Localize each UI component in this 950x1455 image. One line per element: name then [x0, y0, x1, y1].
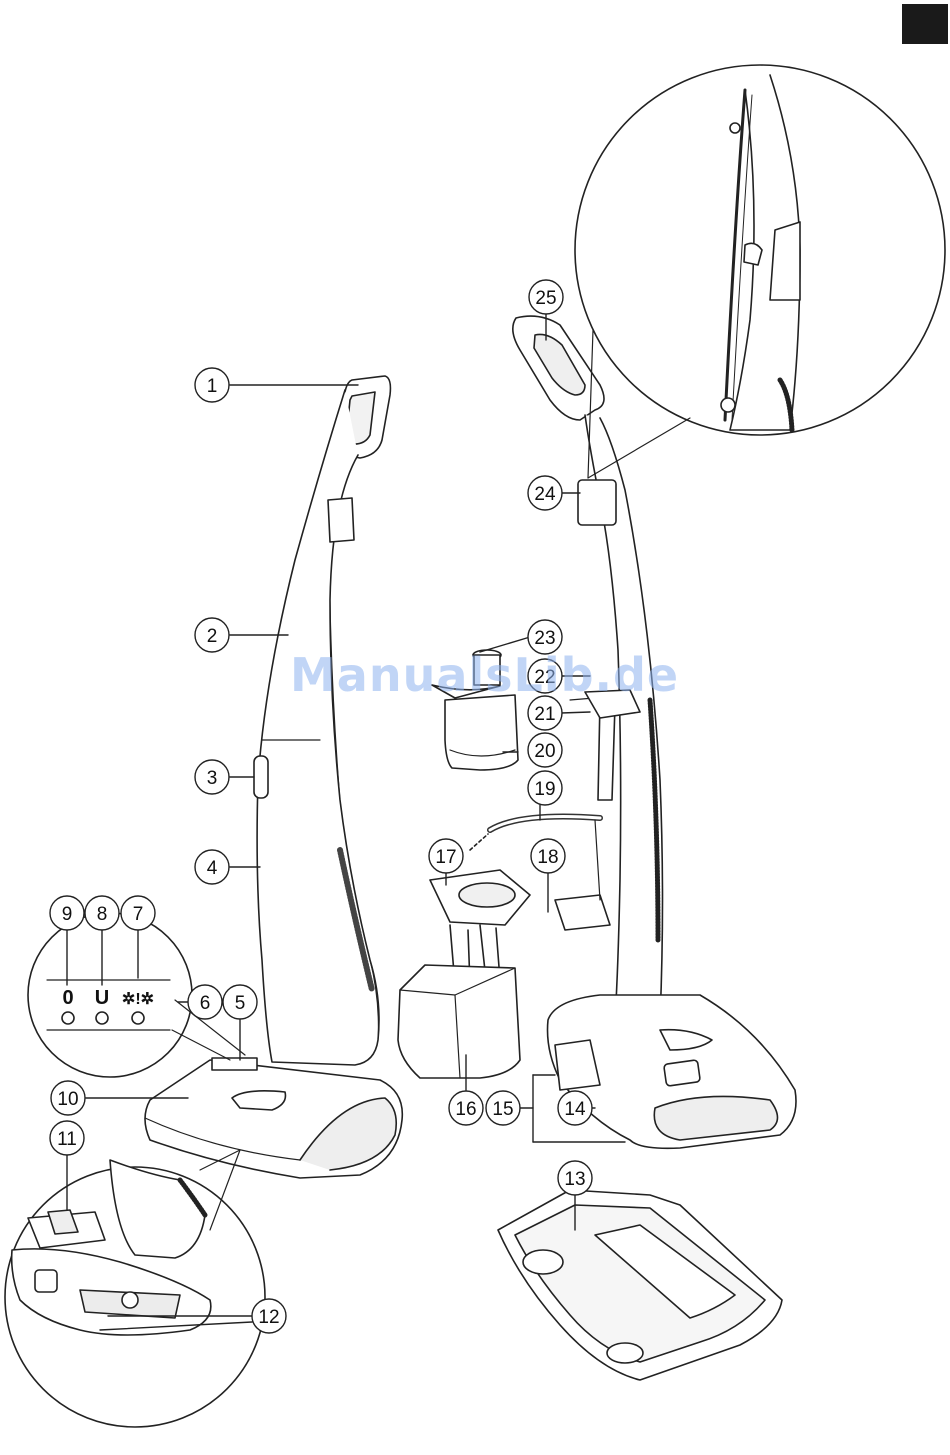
callout-19: 19 — [528, 771, 562, 805]
indicator-symbol-power: 0 — [62, 987, 73, 1009]
callout-16: 16 — [449, 1091, 483, 1125]
detail-inset — [575, 65, 945, 478]
svg-text:1: 1 — [207, 376, 218, 397]
callout-6: 6 — [188, 985, 222, 1019]
indicator-symbol-warning: ✲!✲ — [122, 991, 154, 1008]
svg-text:25: 25 — [535, 288, 556, 309]
svg-text:16: 16 — [455, 1099, 476, 1120]
svg-text:5: 5 — [235, 993, 246, 1014]
callout-4: 4 — [195, 850, 229, 884]
svg-text:6: 6 — [200, 993, 211, 1014]
svg-text:4: 4 — [207, 858, 218, 879]
callout-2: 2 — [195, 618, 229, 652]
callout-17: 17 — [429, 839, 463, 873]
nozzle-inset — [5, 1150, 265, 1427]
left-body-shape — [257, 390, 379, 1065]
callout-1: 1 — [195, 368, 229, 402]
svg-text:3: 3 — [207, 768, 218, 789]
svg-text:23: 23 — [534, 628, 555, 649]
callout-13: 13 — [558, 1161, 592, 1195]
callout-12: 12 — [252, 1299, 286, 1333]
svg-text:12: 12 — [258, 1307, 279, 1328]
svg-text:10: 10 — [57, 1089, 78, 1110]
callout-14: 14 — [558, 1091, 592, 1125]
callout-8: 8 — [85, 896, 119, 930]
callout-15: 15 — [486, 1091, 520, 1125]
callout-3: 3 — [195, 760, 229, 794]
svg-text:24: 24 — [534, 484, 556, 505]
svg-text:8: 8 — [97, 904, 108, 925]
svg-text:15: 15 — [492, 1099, 513, 1120]
callout-20: 20 — [528, 733, 562, 767]
right-appliance-drawing — [513, 316, 796, 1148]
svg-text:17: 17 — [435, 847, 456, 868]
svg-text:11: 11 — [57, 1129, 77, 1150]
callout-11: 11 — [50, 1121, 84, 1155]
callout-5: 5 — [223, 985, 257, 1019]
callout-25: 25 — [529, 280, 563, 314]
svg-text:13: 13 — [564, 1169, 585, 1190]
callout-9: 9 — [50, 896, 84, 930]
svg-text:7: 7 — [133, 904, 144, 925]
svg-text:18: 18 — [537, 847, 558, 868]
callout-24: 24 — [528, 476, 562, 510]
indicator-symbol-water: U — [95, 987, 109, 1009]
svg-text:20: 20 — [534, 741, 555, 762]
svg-text:19: 19 — [534, 779, 555, 800]
callout-18: 18 — [531, 839, 565, 873]
svg-text:2: 2 — [207, 626, 218, 647]
callout-10: 10 — [51, 1081, 85, 1115]
svg-text:9: 9 — [62, 904, 73, 925]
callout-7: 7 — [121, 896, 155, 930]
watermark-text: ManualsLib.de — [290, 648, 670, 708]
svg-text:14: 14 — [564, 1099, 586, 1120]
left-appliance-drawing — [145, 376, 402, 1178]
